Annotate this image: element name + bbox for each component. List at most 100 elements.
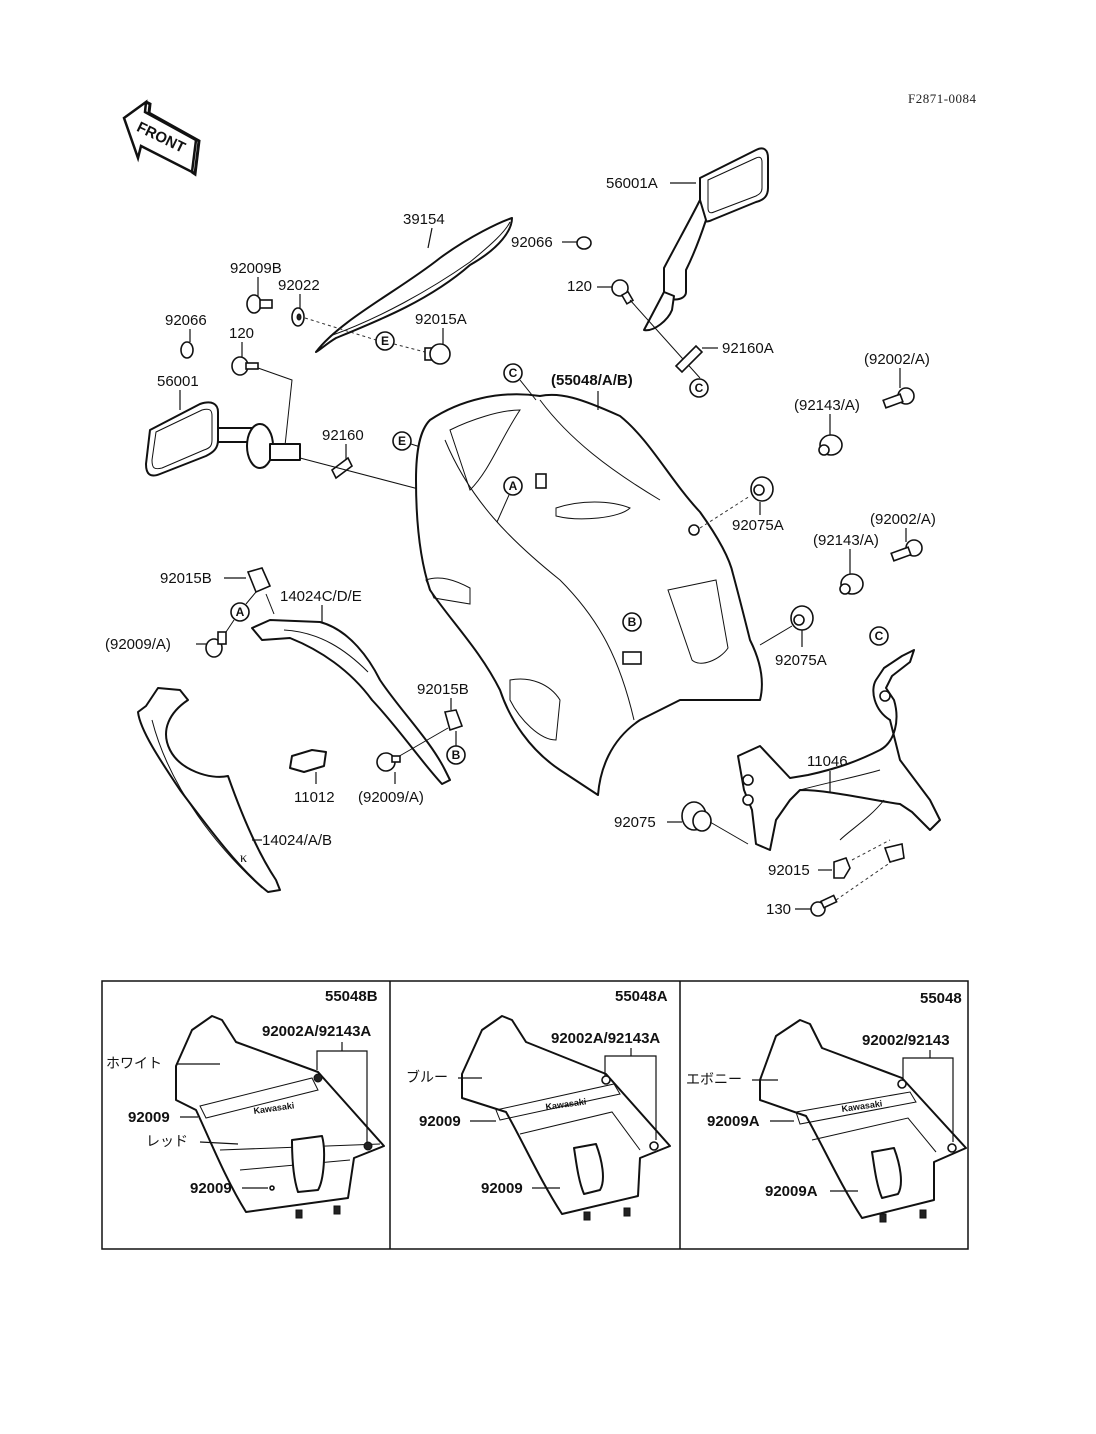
mirror-left-part xyxy=(145,401,301,477)
label-92009A-lower: (92009/A) xyxy=(358,789,424,806)
damper-92075A-lower-icon xyxy=(790,605,814,631)
variant-color-label: ブルー xyxy=(406,1069,448,1086)
mirror-right-part xyxy=(643,147,769,332)
bolt-120-left-icon xyxy=(231,356,259,376)
variant-screw-label: 92009A xyxy=(765,1183,818,1200)
bolt-92002A-lower-icon xyxy=(890,539,923,562)
ref-marker-a-cowl: A xyxy=(503,476,523,496)
upper-cowling-part xyxy=(415,393,763,796)
variant-screw-label: 92009 xyxy=(481,1180,523,1197)
ref-marker-a-panel: A xyxy=(230,602,250,622)
svg-text:B: B xyxy=(452,748,461,762)
label-120-left: 120 xyxy=(229,325,254,342)
variant-screw-label: 92009A xyxy=(707,1113,760,1130)
label-92066-right: 92066 xyxy=(511,234,553,251)
variants-box xyxy=(101,980,969,1250)
variant-55048A: 55048A Kawasaki 92002A/92143A ブルー 92009 … xyxy=(406,988,671,1221)
variant-part-number: 55048 xyxy=(920,990,962,1007)
reference-code: F2871-0084 xyxy=(908,91,977,106)
variant-part-number: 55048A xyxy=(615,988,668,1005)
ref-marker-e-lower: E xyxy=(392,431,412,451)
nut-92015-icon xyxy=(833,857,851,879)
label-11046: 11046 xyxy=(807,753,848,770)
label-56001: 56001 xyxy=(157,373,199,390)
damper-92075-icon xyxy=(681,801,712,832)
label-92075: 92075 xyxy=(614,814,656,831)
windshield-part xyxy=(315,217,513,353)
label-92143A-upper: (92143/A) xyxy=(794,397,860,414)
variant-color-label: ホワイト xyxy=(106,1056,162,1072)
variant-55048B: 55048B Kawasaki 92002A/92143A ホワイト 92009… xyxy=(106,988,385,1219)
variant-fastener-label: 92002A/92143A xyxy=(262,1023,371,1040)
svg-text:C: C xyxy=(509,366,518,380)
ref-marker-c-cowl: C xyxy=(503,363,523,383)
variant-fastener-label: 92002/92143 xyxy=(862,1032,950,1049)
label-92160A: 92160A xyxy=(722,340,774,357)
label-92015B-upper: 92015B xyxy=(160,570,212,587)
front-arrow-icon: FRONT xyxy=(122,99,201,177)
cap-92066-left-icon xyxy=(180,341,194,359)
grommet-92143A-upper-icon xyxy=(818,434,843,456)
variant-screw-label: 92009 xyxy=(419,1113,461,1130)
label-92015B-lower: 92015B xyxy=(417,681,469,698)
variant-screw-label: 92009 xyxy=(128,1109,170,1126)
ref-marker-b-panel: B xyxy=(446,745,466,765)
variant-color-label: レッド xyxy=(146,1134,188,1150)
label-92009B: 92009B xyxy=(230,260,282,277)
cap-92066-right-icon xyxy=(576,236,592,250)
washer-92022-icon xyxy=(291,307,305,327)
variant-color-label: エボニー xyxy=(686,1072,742,1088)
label-11012: 11012 xyxy=(294,789,335,806)
ref-marker-e-upper: E xyxy=(375,331,395,351)
label-92075A-lower: 92075A xyxy=(775,652,827,669)
screw-92009A-lower-icon xyxy=(376,752,401,772)
nut-92015B-upper-icon xyxy=(246,567,272,594)
label-92022: 92022 xyxy=(278,277,320,294)
label-92015: 92015 xyxy=(768,862,810,879)
label-130: 130 xyxy=(766,901,791,918)
label-92002A-lower: (92002/A) xyxy=(870,511,936,528)
nut-92015A-icon xyxy=(424,343,451,365)
svg-text:B: B xyxy=(628,615,637,629)
label-92009A-upper: (92009/A) xyxy=(105,636,171,653)
ref-marker-b-cowl: B xyxy=(622,612,642,632)
grommet-92143A-lower-icon xyxy=(839,573,864,595)
bolt-120-right-icon xyxy=(611,279,635,305)
plate-92160A-icon xyxy=(674,344,704,374)
bolt-92002A-upper-icon xyxy=(882,387,915,409)
panel-14024CDE-part xyxy=(251,619,451,785)
label-92015A: 92015A xyxy=(415,311,467,328)
svg-text:C: C xyxy=(695,381,704,395)
label-39154: 39154 xyxy=(403,211,445,228)
damper-92075A-upper-icon xyxy=(750,476,774,502)
clip-11012-icon xyxy=(289,749,327,773)
label-14024AB: 14024/A/B xyxy=(262,832,332,849)
svg-text:C: C xyxy=(875,629,884,643)
ref-marker-c-mirror: C xyxy=(689,378,709,398)
svg-text:E: E xyxy=(381,334,389,348)
label-92160: 92160 xyxy=(322,427,364,444)
label-92066-left: 92066 xyxy=(165,312,207,329)
variant-screw-label: 92009 xyxy=(190,1180,232,1197)
bracket-11046-part xyxy=(737,649,941,863)
variant-55048: 55048 Kawasaki 92002/92143 エボニー 92009A 9… xyxy=(686,990,967,1223)
nut-92015B-lower-icon xyxy=(443,709,464,732)
label-120-right: 120 xyxy=(567,278,592,295)
plate-92160-icon xyxy=(330,456,354,480)
label-92075A-upper: 92075A xyxy=(732,517,784,534)
label-92002A-upper: (92002/A) xyxy=(864,351,930,368)
svg-text:A: A xyxy=(236,605,245,619)
svg-text:κ: κ xyxy=(240,851,247,866)
screw-92009A-upper-icon xyxy=(205,631,227,658)
screw-92009B-icon xyxy=(246,294,273,314)
label-14024CDE: 14024C/D/E xyxy=(280,588,362,605)
ref-marker-c-bracket: C xyxy=(869,626,889,646)
svg-text:E: E xyxy=(398,434,406,448)
bolt-130-icon xyxy=(810,894,838,917)
panel-14024AB-part: κ xyxy=(137,687,281,893)
label-92143A-lower: (92143/A) xyxy=(813,532,879,549)
svg-text:A: A xyxy=(509,479,518,493)
variant-fastener-label: 92002A/92143A xyxy=(551,1030,660,1047)
variant-part-number: 55048B xyxy=(325,988,378,1005)
